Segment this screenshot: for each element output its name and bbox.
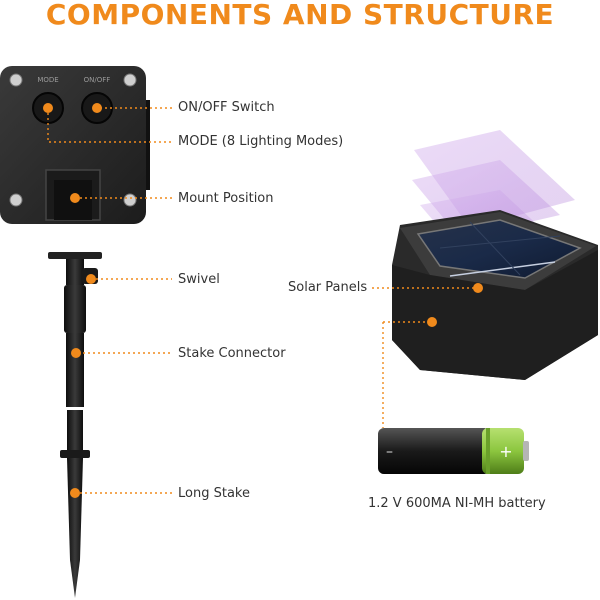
leader-lines (47, 107, 478, 494)
screw-icon (9, 193, 23, 207)
marker-dot (92, 103, 102, 113)
label-long-stake: Long Stake (178, 486, 250, 501)
on-off-button-label: ON/OFF (84, 76, 111, 84)
battery-plus-icon: + (499, 442, 512, 461)
label-stake-connector: Stake Connector (178, 346, 286, 361)
marker-dot (43, 103, 53, 113)
marker-dot (86, 274, 96, 284)
screw-icon (123, 73, 137, 87)
screw-icon (9, 73, 23, 87)
label-battery: 1.2 V 600MA NI-MH battery (368, 496, 546, 511)
long-stake (60, 410, 90, 598)
battery: – + (378, 428, 529, 474)
stake-upper (48, 252, 102, 407)
label-mount-position: Mount Position (178, 191, 274, 206)
battery-minus-icon: – (386, 444, 393, 460)
label-solar-panels: Solar Panels (288, 280, 368, 295)
label-mode: MODE (8 Lighting Modes) (178, 134, 344, 149)
marker-dot (70, 193, 80, 203)
marker-dot (473, 283, 483, 293)
markers (43, 103, 483, 498)
label-swivel: Swivel (178, 272, 220, 287)
solar-panel-box (392, 210, 598, 380)
marker-dot (427, 317, 437, 327)
marker-dot (70, 488, 80, 498)
screw-icon (123, 193, 137, 207)
page-title: COMPONENTS AND STRUCTURE (45, 0, 555, 31)
label-on-off-switch: ON/OFF Switch (178, 100, 275, 115)
mode-button-label: MODE (37, 76, 58, 84)
marker-dot (71, 348, 81, 358)
control-box: MODE ON/OFF (0, 66, 150, 224)
